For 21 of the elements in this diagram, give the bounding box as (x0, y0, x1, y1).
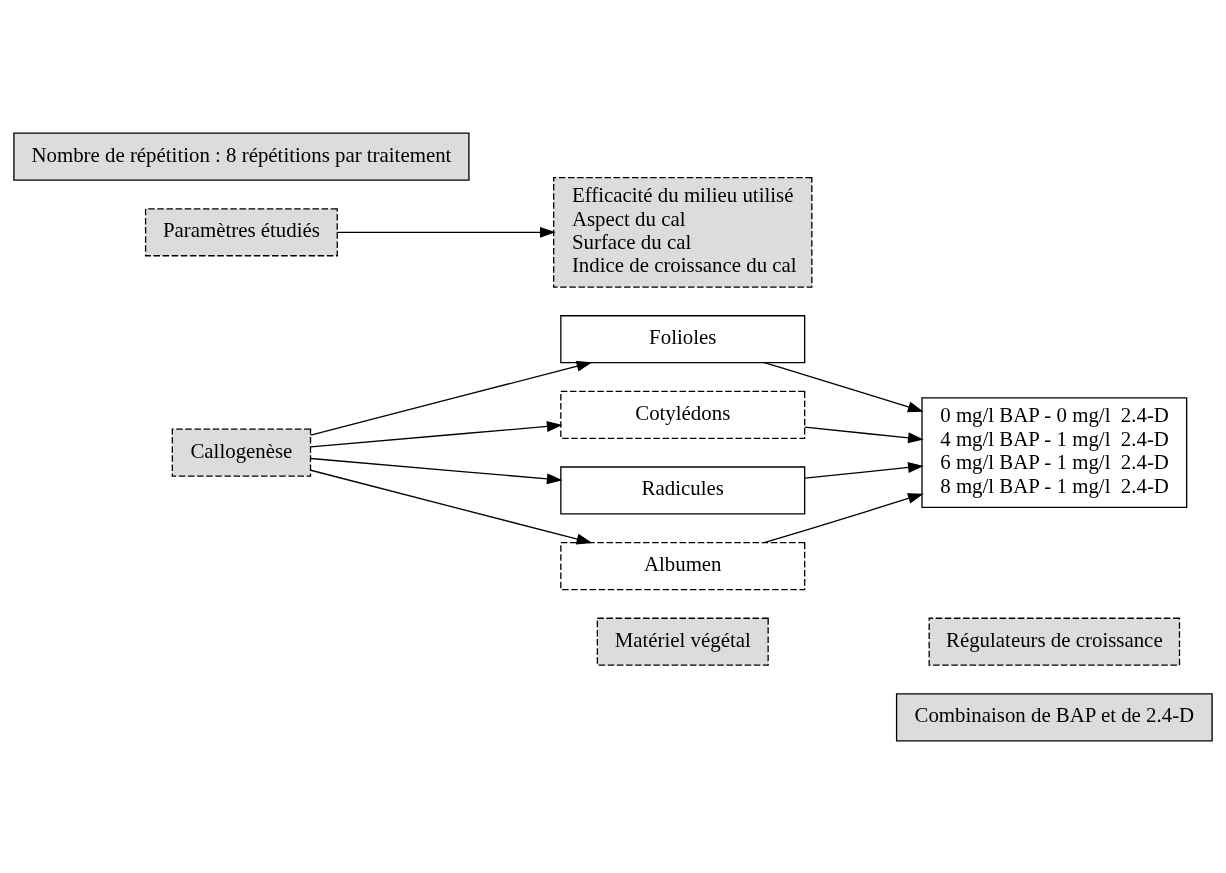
arrow (763, 492, 924, 543)
node-box: Régulateurs de croissance (928, 617, 1181, 666)
node-box: Callogenèse (171, 428, 312, 477)
arrow (804, 426, 924, 443)
node-box: Cotylédons (560, 390, 806, 439)
arrow (310, 457, 563, 484)
arrow (310, 469, 593, 544)
node-box: Combinaison de BAP et de 2.4-D (895, 692, 1213, 741)
node-box: Folioles (560, 314, 806, 363)
node-box: Paramètres étudiés (144, 207, 338, 256)
node-box: Albumen (560, 541, 806, 590)
arrow (336, 226, 556, 238)
node-box: Nombre de répétition : 8 répétitions par traitement (13, 132, 470, 181)
arrow (310, 360, 593, 436)
arrow (763, 361, 924, 412)
node-box: Radicules (560, 465, 806, 515)
node-box: Efficacité du milieu utilisé Aspect du cal Surface du cal Indice de croissance du cal (553, 176, 813, 288)
node-box: 0 mg/l BAP - 0 mg/l 2.4-D 4 mg/l BAP - 1 mg/l 2.4-D 6 mg/l BAP - 1 mg/l 2.4-D 8 mg/l BAP - 1 mg/l 2.4-D (921, 396, 1188, 508)
arrow (804, 461, 924, 479)
node-box: Matériel végétal (596, 617, 769, 666)
arrow (310, 420, 563, 447)
